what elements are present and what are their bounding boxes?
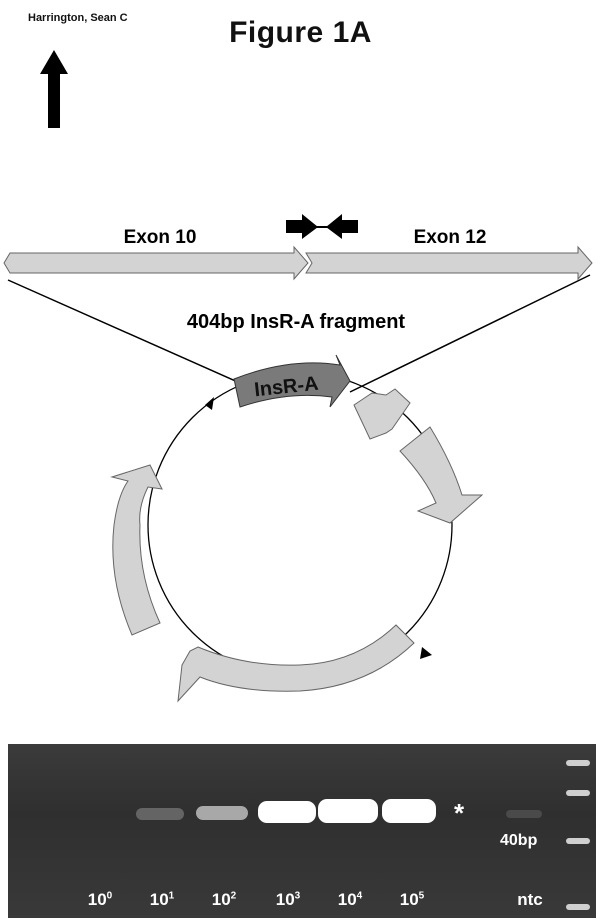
plasmid-feature-3 (177, 624, 415, 703)
primer-arrows-icon (286, 214, 358, 239)
plasmid-backbone (147, 372, 453, 678)
plasmid-feature-1 (353, 388, 411, 440)
up-arrow-icon (40, 50, 68, 128)
gel-band (196, 806, 248, 820)
plasmid-diagram: Exon 10 Exon 12 404bp InsR-A fragment In… (3, 214, 593, 703)
plasmid-feature-2 (399, 426, 484, 524)
lane-label: 105 (399, 890, 425, 909)
gel-band (258, 801, 316, 823)
lane-label: 103 (275, 890, 301, 909)
gel-band (506, 810, 542, 818)
lane-label: 100 (87, 890, 113, 909)
marker-label: 40bp (500, 832, 538, 849)
lane-label: 104 (337, 890, 363, 909)
ladder-band (566, 790, 590, 796)
insr-a-insert (233, 354, 351, 408)
backbone-arrowhead-top (205, 397, 214, 410)
author-label: Harrington, Sean C (28, 12, 128, 24)
gel-band (318, 799, 378, 823)
exon-10-arrow (3, 245, 309, 281)
backbone-arrowhead-right (420, 647, 432, 659)
gel-image: * 40bp 100 101 102 103 104 105 ntc (8, 744, 596, 918)
ladder-band (566, 838, 590, 844)
plasmid-feature-4 (110, 464, 163, 636)
exon-left-label: Exon 10 (124, 227, 197, 248)
ladder-band (566, 760, 590, 766)
exon-12-arrow (305, 245, 593, 281)
lane-label: 102 (211, 890, 237, 909)
gel-band (382, 799, 436, 823)
band-asterisk: * (454, 798, 465, 828)
projection-line-left (7, 279, 259, 392)
ladder-band (566, 904, 590, 910)
ntc-label: ntc (517, 890, 543, 909)
exon-right-label: Exon 12 (414, 227, 487, 248)
figure-title: Figure 1A (229, 16, 372, 49)
lane-label: 101 (149, 890, 175, 909)
fragment-label: 404bp InsR-A fragment (187, 311, 406, 333)
projection-line-right (349, 274, 591, 393)
gel-band (136, 808, 184, 820)
